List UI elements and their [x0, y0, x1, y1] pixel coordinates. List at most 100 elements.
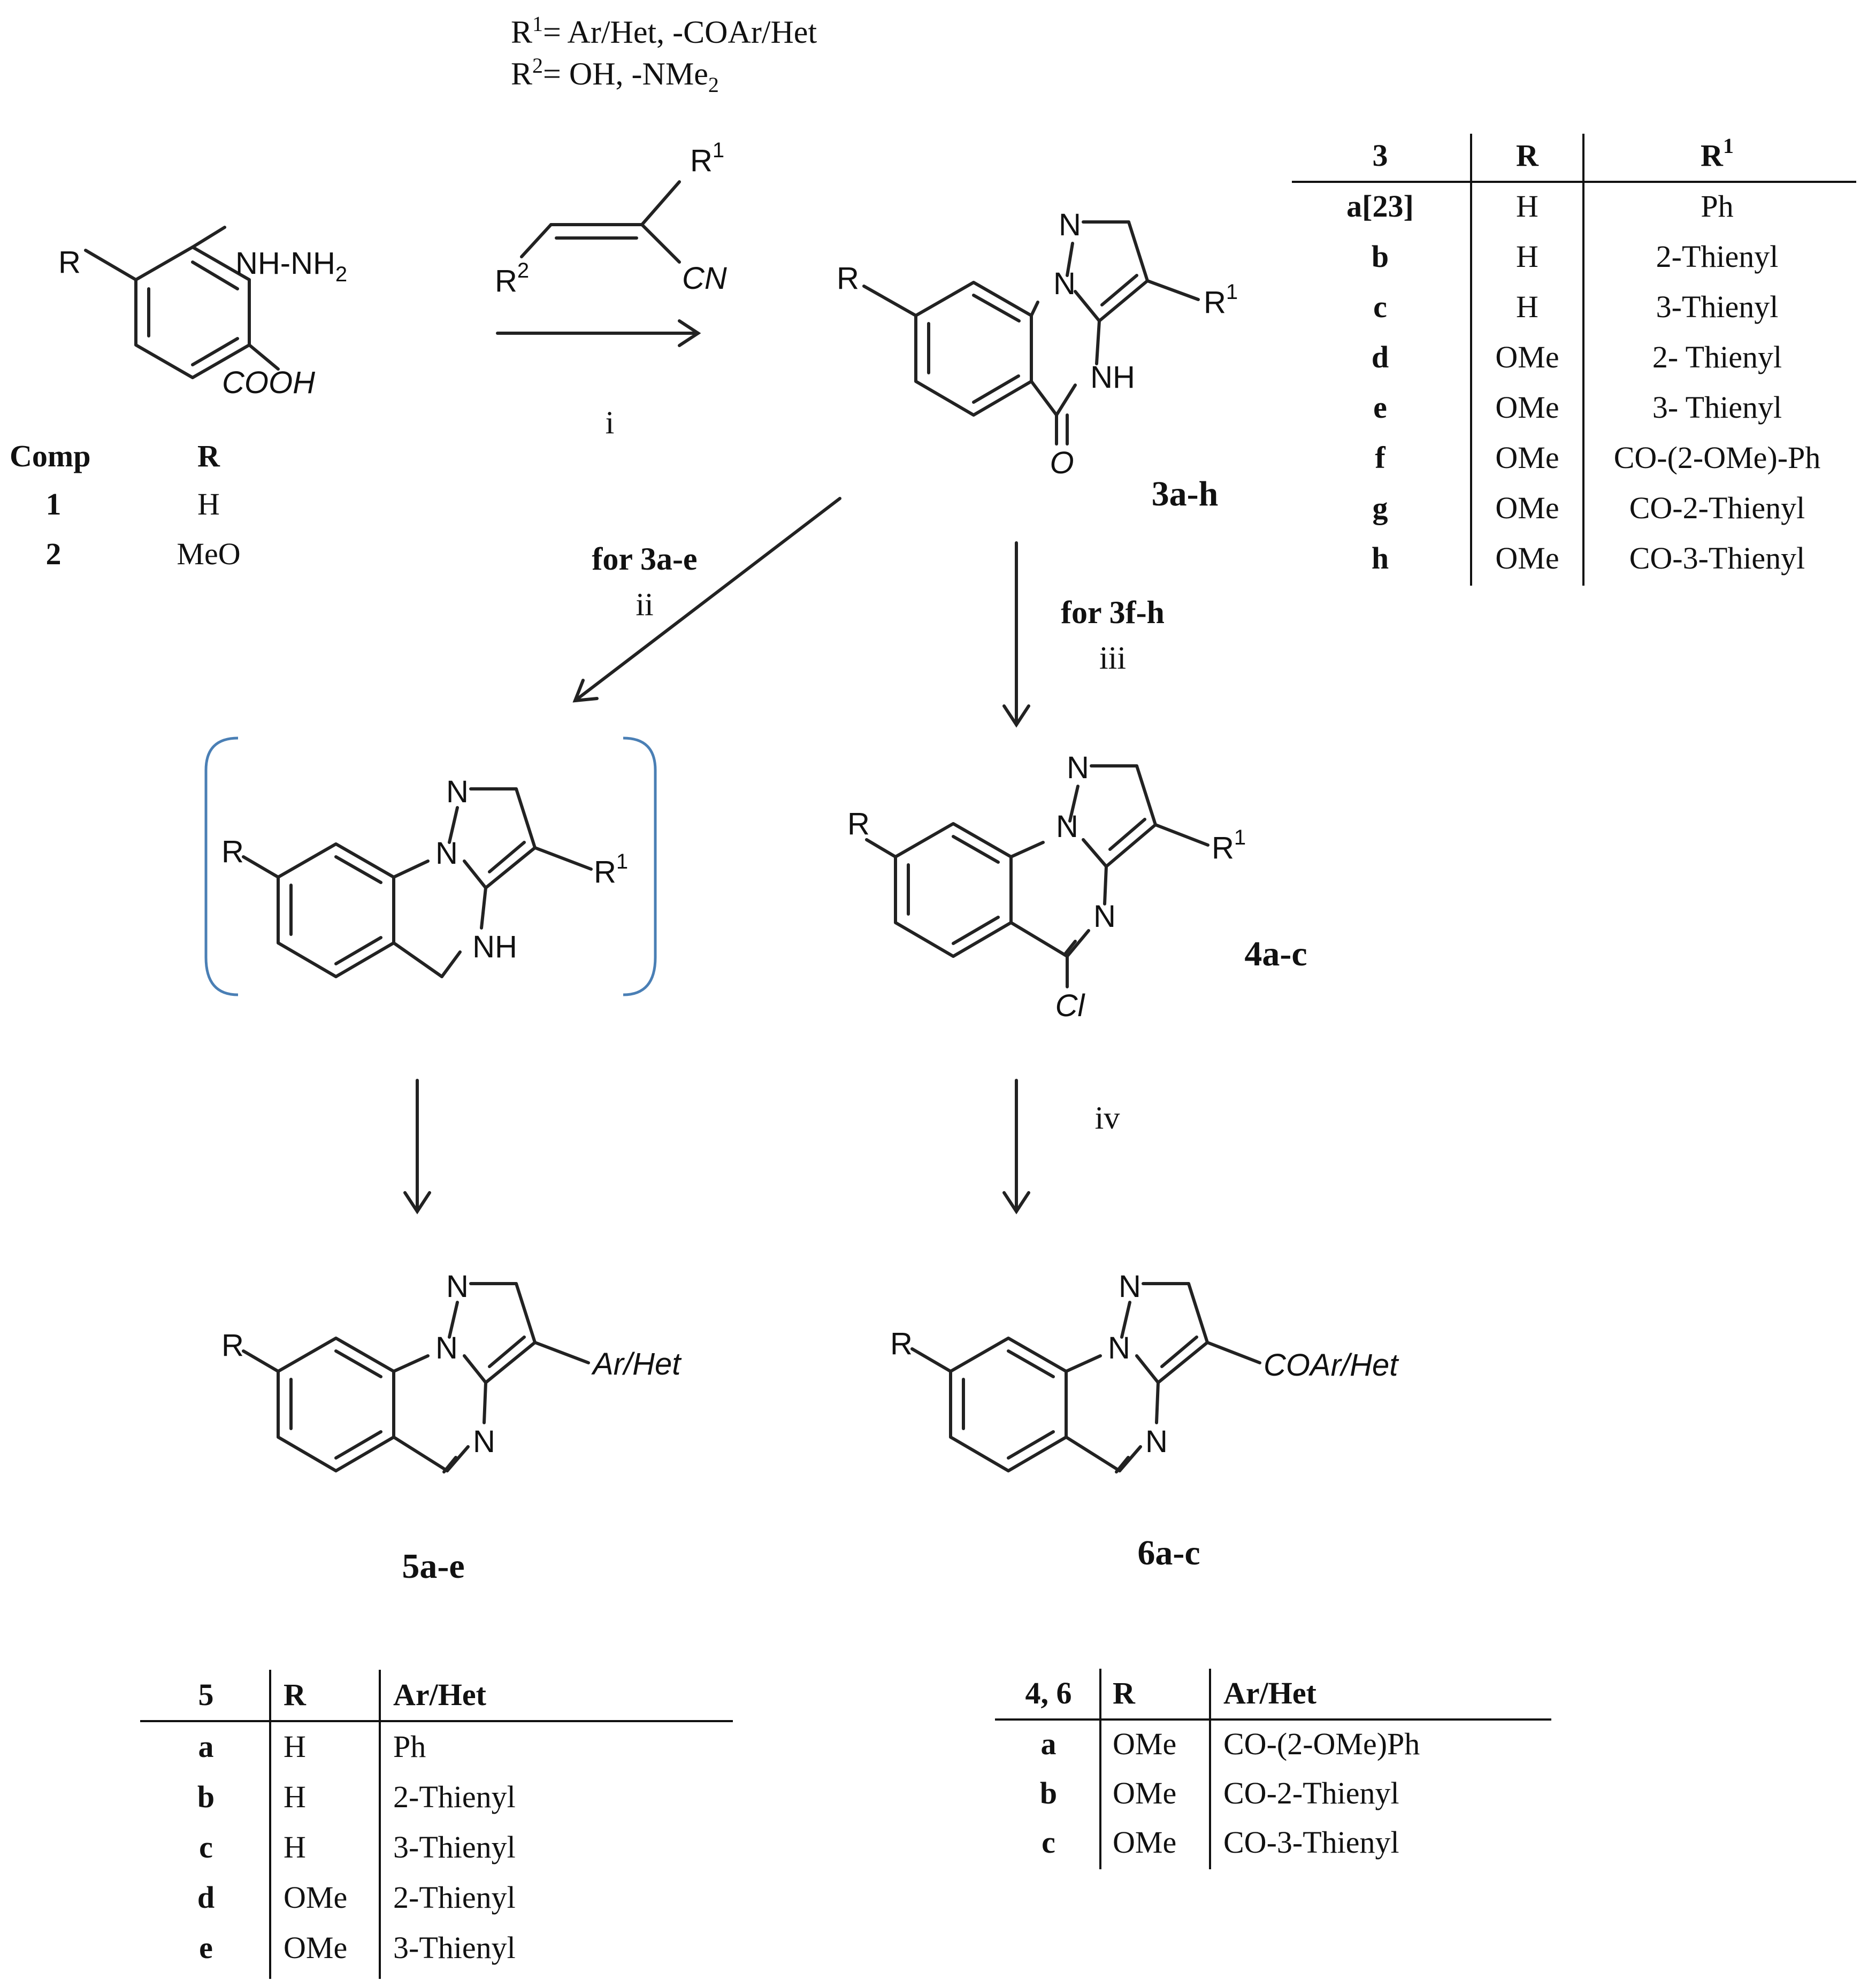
table3-cell-r: OMe	[1495, 541, 1559, 575]
arrow-to-5	[403, 1079, 431, 1215]
r-group-label: R	[221, 834, 244, 869]
compound-label-6: 6a-c	[1137, 1533, 1200, 1572]
nh-group: NH	[1090, 360, 1135, 395]
starting-material-1-2: R NH-NH2 COOH	[58, 226, 347, 400]
table3-cell-r: OMe	[1495, 390, 1559, 425]
table46-header-id: 4, 6	[1025, 1676, 1072, 1710]
n-atom: N	[1067, 750, 1089, 785]
table3-cell-r1: 3- Thienyl	[1652, 390, 1782, 425]
table46-header-arhet: Ar/Het	[1223, 1676, 1317, 1710]
table3-cell-id: c	[1373, 289, 1387, 324]
table3-cell-r: OMe	[1495, 340, 1559, 374]
dihydro-intermediate: R N N NH R1	[204, 736, 657, 996]
table3-cell-r1: CO-(2-OMe)-Ph	[1614, 440, 1821, 475]
table46-cell-arhet: CO-(2-OMe)Ph	[1223, 1726, 1420, 1761]
table46-cell-r: OMe	[1113, 1776, 1176, 1810]
table5-cell-arhet: 2-Thienyl	[393, 1779, 516, 1814]
compound-4a-c: R N N N Cl R1 4a-c	[847, 750, 1307, 1023]
table3-cell-id: d	[1372, 340, 1389, 374]
table5-cell-id: b	[197, 1779, 215, 1814]
benzene-ring	[134, 245, 251, 379]
table5-cell-r: H	[284, 1779, 306, 1814]
benzo-ring	[949, 1337, 1068, 1472]
table46-cell-arhet: CO-3-Thienyl	[1223, 1825, 1399, 1860]
comp-r-value: MeO	[177, 536, 240, 571]
n-atom: N	[435, 836, 458, 871]
table46-header-r: R	[1113, 1676, 1136, 1710]
carbonyl-oxygen: O	[1050, 446, 1074, 480]
condition-for-3a-e: for 3a-e	[592, 541, 697, 577]
condition-for-3f-h: for 3f-h	[1061, 595, 1165, 630]
comp-header: Comp	[10, 439, 90, 473]
compound-3a-h: R N N NH O R1 3a-h	[837, 208, 1238, 513]
table46-cell-arhet: CO-2-Thienyl	[1223, 1776, 1399, 1810]
benzo-ring	[894, 822, 1013, 958]
n-atom: N	[473, 1424, 495, 1459]
r2-label: R2	[495, 259, 529, 298]
table3-cell-id: a[23]	[1346, 189, 1414, 224]
r-group-label: R	[221, 1328, 244, 1363]
table46-cell-id: b	[1040, 1776, 1057, 1810]
table5-cell-id: c	[199, 1830, 213, 1864]
n-atom: N	[446, 1269, 469, 1304]
arrow-step-i: i	[496, 319, 701, 440]
table3-cell-id: g	[1373, 490, 1388, 525]
hydrazine-group: NH-NH2	[235, 246, 347, 286]
table3-cell-r1: CO-3-Thienyl	[1629, 541, 1805, 575]
condition-iv: iv	[1095, 1100, 1120, 1135]
arrow-step-iii: for 3f-h iii	[1002, 541, 1165, 728]
n-atom: N	[1119, 1269, 1141, 1304]
condition-i: i	[606, 405, 615, 440]
acrylonitrile-reagent: R1 R2 CN	[495, 139, 727, 298]
table5-cell-r: H	[284, 1830, 306, 1864]
condition-ii: ii	[636, 587, 653, 622]
r2-definition: R2= OH, -NMe2	[511, 53, 719, 97]
chlorine-atom: Cl	[1055, 988, 1086, 1023]
nitrile-group: CN	[682, 261, 727, 296]
n-atom: N	[1108, 1331, 1130, 1365]
comp-r-value: H	[197, 487, 220, 521]
table5-header-r: R	[284, 1677, 307, 1712]
comp-r-header: R	[197, 439, 220, 473]
compound-label-4: 4a-c	[1244, 934, 1307, 973]
r-group-label: R	[837, 261, 859, 296]
comp-id: 2	[46, 536, 62, 571]
table3-cell-id: b	[1372, 239, 1389, 274]
table3-cell-r1: 2- Thienyl	[1652, 340, 1782, 374]
table5-header-arhet: Ar/Het	[393, 1677, 487, 1712]
table3-cell-r: H	[1516, 189, 1538, 224]
table46-cell-id: a	[1041, 1726, 1057, 1761]
substituent-definitions: R1= Ar/Het, -COAr/Het R2= OH, -NMe2	[511, 12, 817, 97]
table5-cell-arhet: 2-Thienyl	[393, 1880, 516, 1915]
comp-id: 1	[46, 487, 62, 521]
nh-group: NH	[472, 930, 517, 964]
aroyl-group: COAr/Het	[1264, 1348, 1399, 1383]
r-group-label: R	[58, 245, 81, 280]
table3-cell-r1: Ph	[1701, 189, 1733, 224]
table5-cell-id: e	[199, 1930, 213, 1965]
compound-5a-e: R N N N Ar/Het 5a-e	[221, 1269, 682, 1586]
table5-cell-arhet: Ph	[393, 1729, 426, 1764]
table5-header-id: 5	[198, 1677, 214, 1712]
arrow-step-ii: for 3a-e ii	[572, 497, 841, 703]
n-atom: N	[435, 1331, 458, 1365]
table3-cell-r1: 2-Thienyl	[1656, 239, 1779, 274]
table46-cell-r: OMe	[1113, 1825, 1176, 1860]
r-group-label: R	[847, 807, 870, 841]
n-atom: N	[1059, 208, 1081, 242]
comp-table: Comp R 1 H 2 MeO	[10, 439, 241, 571]
table3-cell-r1: CO-2-Thienyl	[1629, 490, 1805, 525]
r1-definition: R1= Ar/Het, -COAr/Het	[511, 12, 817, 50]
table3-cell-r: OMe	[1495, 440, 1559, 475]
table5-cell-arhet: 3-Thienyl	[393, 1830, 516, 1864]
n-atom: N	[1056, 809, 1078, 844]
table3-cell-id: f	[1375, 440, 1385, 475]
left-bracket	[204, 736, 239, 996]
table5-cell-id: d	[197, 1880, 215, 1915]
table46-cell-id: c	[1042, 1825, 1055, 1860]
benzo-ring	[914, 281, 1033, 417]
